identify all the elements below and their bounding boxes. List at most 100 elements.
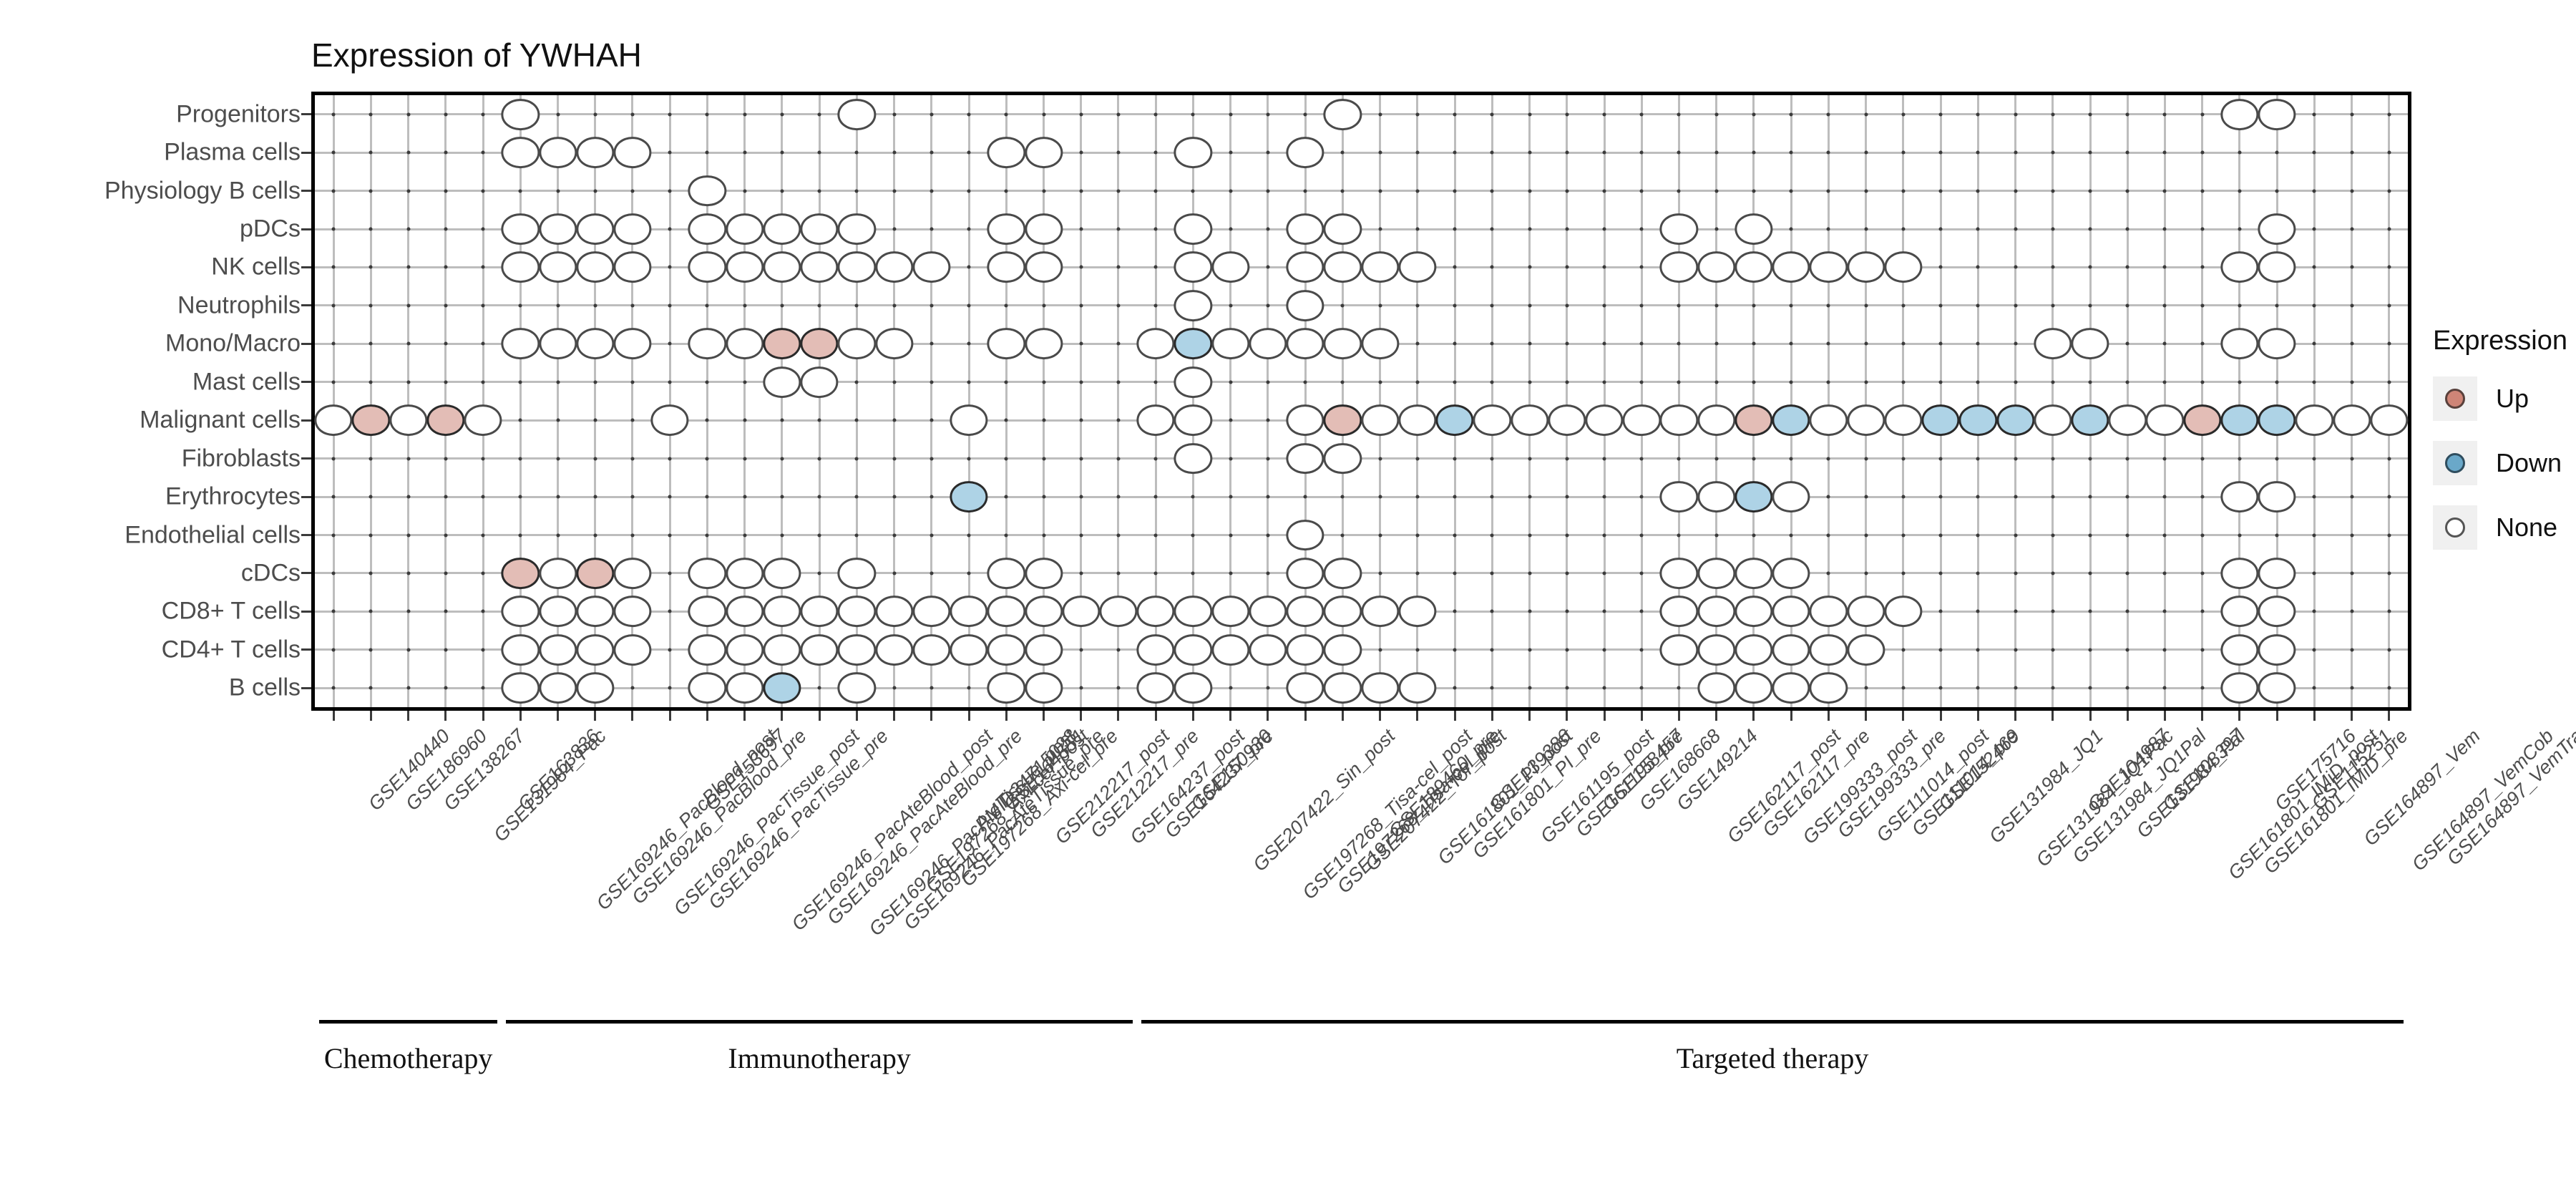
dotplot-cell[interactable] bbox=[1659, 213, 1699, 245]
dotplot-cell[interactable] bbox=[837, 672, 876, 704]
dotplot-cell[interactable] bbox=[1136, 328, 1175, 360]
dotplot-cell[interactable] bbox=[538, 328, 577, 360]
dotplot-cell[interactable] bbox=[1024, 558, 1063, 589]
dotplot-cell[interactable] bbox=[1735, 558, 1773, 589]
dotplot-cell[interactable] bbox=[1510, 404, 1549, 437]
dotplot-cell[interactable] bbox=[576, 251, 615, 283]
dotplot-cell[interactable] bbox=[874, 328, 914, 360]
dotplot-cell[interactable] bbox=[501, 672, 540, 704]
dotplot-cell[interactable] bbox=[1360, 596, 1400, 628]
dotplot-cell[interactable] bbox=[1323, 558, 1362, 589]
dotplot-cell[interactable] bbox=[950, 633, 988, 666]
dotplot-cell[interactable] bbox=[1286, 328, 1324, 360]
dotplot-cell[interactable] bbox=[1174, 213, 1213, 245]
dotplot-cell[interactable] bbox=[1286, 213, 1324, 245]
dotplot-cell[interactable] bbox=[1735, 596, 1773, 628]
dotplot-cell[interactable] bbox=[1809, 633, 1848, 666]
dotplot-cell[interactable] bbox=[1772, 251, 1810, 283]
dotplot-cell[interactable] bbox=[1360, 404, 1400, 437]
dotplot-cell[interactable] bbox=[613, 596, 652, 628]
dotplot-cell[interactable] bbox=[688, 596, 727, 628]
dotplot-cell[interactable] bbox=[800, 366, 839, 398]
dotplot-cell[interactable] bbox=[726, 251, 764, 283]
dotplot-cell[interactable] bbox=[912, 251, 951, 283]
dotplot-cell[interactable] bbox=[726, 633, 764, 666]
dotplot-cell[interactable] bbox=[1735, 251, 1773, 283]
dotplot-cell[interactable] bbox=[2071, 328, 2109, 360]
dotplot-cell[interactable] bbox=[1398, 251, 1437, 283]
dotplot-cell[interactable] bbox=[987, 251, 1025, 283]
dotplot-cell[interactable] bbox=[1024, 251, 1063, 283]
dotplot-cell[interactable] bbox=[763, 672, 801, 704]
dotplot-cell[interactable] bbox=[538, 137, 577, 169]
dotplot-cell[interactable] bbox=[613, 251, 652, 283]
dotplot-cell[interactable] bbox=[800, 596, 839, 628]
dotplot-cell[interactable] bbox=[1249, 328, 1287, 360]
dotplot-cell[interactable] bbox=[1174, 596, 1213, 628]
dotplot-cell[interactable] bbox=[2220, 98, 2259, 130]
dotplot-cell[interactable] bbox=[389, 404, 428, 437]
dotplot-cell[interactable] bbox=[987, 558, 1025, 589]
dotplot-cell[interactable] bbox=[576, 596, 615, 628]
dotplot-cell[interactable] bbox=[726, 558, 764, 589]
dotplot-cell[interactable] bbox=[538, 633, 577, 666]
dotplot-cell[interactable] bbox=[837, 213, 876, 245]
dotplot-cell[interactable] bbox=[314, 404, 353, 437]
dotplot-cell[interactable] bbox=[688, 672, 727, 704]
dotplot-cell[interactable] bbox=[1921, 404, 1960, 437]
dotplot-cell[interactable] bbox=[1884, 251, 1923, 283]
dotplot-cell[interactable] bbox=[2258, 481, 2296, 512]
dotplot-cell[interactable] bbox=[1136, 596, 1175, 628]
dotplot-cell[interactable] bbox=[501, 137, 540, 169]
dotplot-cell[interactable] bbox=[2220, 251, 2259, 283]
dotplot-cell[interactable] bbox=[1174, 290, 1213, 321]
dotplot-cell[interactable] bbox=[1024, 633, 1063, 666]
dotplot-cell[interactable] bbox=[501, 328, 540, 360]
dotplot-cell[interactable] bbox=[1846, 251, 1885, 283]
dotplot-cell[interactable] bbox=[1024, 213, 1063, 245]
dotplot-cell[interactable] bbox=[1809, 251, 1848, 283]
dotplot-cell[interactable] bbox=[1659, 251, 1699, 283]
dotplot-cell[interactable] bbox=[426, 404, 465, 437]
dotplot-cell[interactable] bbox=[1024, 137, 1063, 169]
dotplot-cell[interactable] bbox=[2071, 404, 2109, 437]
dotplot-cell[interactable] bbox=[1398, 672, 1437, 704]
dotplot-cell[interactable] bbox=[501, 213, 540, 245]
dotplot-cell[interactable] bbox=[1249, 596, 1287, 628]
dotplot-cell[interactable] bbox=[351, 404, 390, 437]
dotplot-cell[interactable] bbox=[2108, 404, 2147, 437]
dotplot-cell[interactable] bbox=[1174, 251, 1213, 283]
dotplot-cell[interactable] bbox=[688, 328, 727, 360]
dotplot-cell[interactable] bbox=[950, 596, 988, 628]
dotplot-cell[interactable] bbox=[1211, 251, 1250, 283]
dotplot-cell[interactable] bbox=[1323, 251, 1362, 283]
dotplot-cell[interactable] bbox=[2258, 596, 2296, 628]
dotplot-cell[interactable] bbox=[1809, 596, 1848, 628]
dotplot-cell[interactable] bbox=[1659, 481, 1699, 512]
dotplot-cell[interactable] bbox=[1286, 596, 1324, 628]
dotplot-cell[interactable] bbox=[1174, 366, 1213, 398]
dotplot-cell[interactable] bbox=[1697, 481, 1736, 512]
dotplot-cell[interactable] bbox=[1772, 672, 1810, 704]
dotplot-cell[interactable] bbox=[2258, 404, 2296, 437]
legend-item[interactable]: None bbox=[2433, 505, 2567, 550]
dotplot-cell[interactable] bbox=[2258, 672, 2296, 704]
dotplot-cell[interactable] bbox=[1174, 404, 1213, 437]
dotplot-cell[interactable] bbox=[2258, 213, 2296, 245]
dotplot-cell[interactable] bbox=[1323, 328, 1362, 360]
dotplot-cell[interactable] bbox=[2034, 404, 2072, 437]
dotplot-cell[interactable] bbox=[538, 672, 577, 704]
dotplot-cell[interactable] bbox=[1958, 404, 1997, 437]
dotplot-cell[interactable] bbox=[1211, 596, 1250, 628]
dotplot-cell[interactable] bbox=[1772, 481, 1810, 512]
dotplot-cell[interactable] bbox=[2220, 404, 2259, 437]
dotplot-cell[interactable] bbox=[1211, 633, 1250, 666]
dotplot-cell[interactable] bbox=[1585, 404, 1624, 437]
dotplot-cell[interactable] bbox=[837, 328, 876, 360]
dotplot-cell[interactable] bbox=[1360, 251, 1400, 283]
dotplot-cell[interactable] bbox=[576, 328, 615, 360]
dotplot-cell[interactable] bbox=[1323, 672, 1362, 704]
dotplot-cell[interactable] bbox=[1846, 596, 1885, 628]
dotplot-cell[interactable] bbox=[1174, 633, 1213, 666]
dotplot-cell[interactable] bbox=[2258, 633, 2296, 666]
